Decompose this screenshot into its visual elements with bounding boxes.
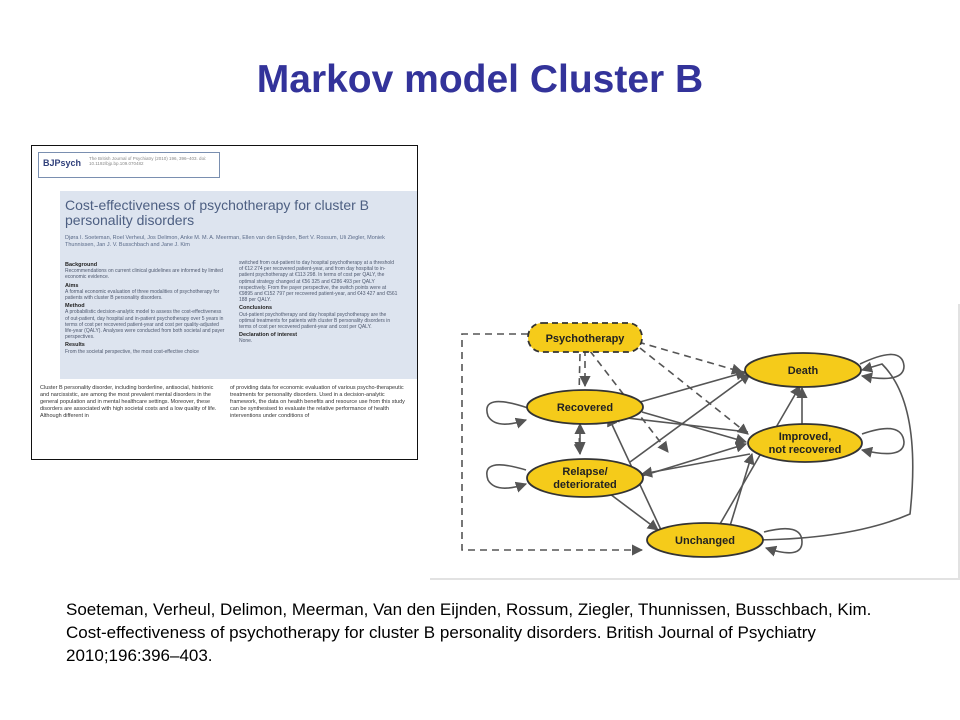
arrow-recovered-death	[639, 369, 748, 403]
diagram-frame-right	[958, 304, 960, 580]
node-relapse-label-2: deteriorated	[553, 479, 617, 491]
abstract-text: None.	[239, 338, 253, 345]
arrow-psy-relapse	[573, 353, 585, 456]
paper-title: Cost-effectiveness of psychotherapy for …	[65, 197, 369, 228]
node-relapse-label-1: Relapse/	[562, 466, 607, 478]
node-unchanged: Unchanged	[646, 522, 764, 558]
abstract-heading: Method	[65, 303, 85, 310]
markov-diagram: Psychotherapy Death Recovered Improved, …	[430, 304, 960, 580]
selfloop-unchanged	[763, 527, 803, 557]
abstract-heading: Declaration of interest	[239, 332, 298, 339]
abstract-text: A probabilistic decision-analytic model …	[65, 309, 225, 341]
abstract-text: Out-patient psychotherapy and day hospit…	[239, 311, 391, 331]
selfloop-improved	[860, 427, 905, 458]
slide-title: Markov model Cluster B	[256, 58, 704, 101]
arrow-relapse-unchanged	[609, 493, 659, 531]
abstract-text: Recommendations on current clinical guid…	[65, 268, 223, 281]
arrow-unchanged-death-outer	[747, 361, 914, 541]
node-improved: Improved, not recovered	[747, 423, 863, 463]
arrow-psy-death	[637, 341, 744, 375]
diagram-frame-bottom	[430, 578, 960, 580]
node-improved-label-1: Improved,	[779, 431, 832, 443]
node-improved-label-2: not recovered	[769, 444, 842, 456]
selfloop-relapse	[486, 464, 528, 493]
node-death: Death	[744, 352, 862, 388]
arrow-relapse-death	[629, 373, 751, 463]
abstract-left-column: Background Recommendations on current cl…	[65, 260, 225, 355]
journal-info: The British Journal of Psychiatry (2010)…	[89, 156, 207, 166]
abstract-heading: Aims	[65, 282, 79, 289]
journal-header: BJPsych The British Journal of Psychiatr…	[38, 152, 220, 178]
node-death-label: Death	[788, 365, 819, 377]
node-relapse: Relapse/ deteriorated	[526, 458, 644, 498]
paper-thumbnail: BJPsych The British Journal of Psychiatr…	[31, 145, 418, 460]
dashed-arrows	[461, 333, 749, 556]
abstract-heading: Results	[65, 342, 85, 349]
selfloop-recovered	[486, 400, 529, 429]
paper-body-right: of providing data for economic evaluatio…	[230, 385, 405, 419]
node-recovered: Recovered	[526, 389, 644, 425]
node-unchanged-label: Unchanged	[675, 535, 735, 547]
arrow-improved-recovered	[608, 411, 749, 433]
selfloop-death	[859, 353, 905, 384]
journal-logo: BJPsych	[43, 158, 82, 168]
arrow-unchanged-improved	[729, 452, 755, 527]
abstract-text: From the societal perspective, the most …	[65, 348, 199, 355]
arrow-recovered-improved	[641, 411, 748, 445]
node-psychotherapy-label: Psychotherapy	[546, 333, 626, 345]
paper-authors: Djøra I. Soeteman, Roel Verheul, Jos Del…	[65, 235, 385, 248]
abstract-text: A formal economic evaluation of three mo…	[65, 288, 220, 302]
abstract-text: switched from out-patient to day hospita…	[239, 260, 398, 304]
abstract-band	[60, 191, 417, 379]
arrow-improved-relapse	[640, 453, 751, 478]
markov-diagram-svg: Psychotherapy Death Recovered Improved, …	[461, 322, 914, 558]
abstract-heading: Conclusions	[239, 305, 273, 312]
node-recovered-label: Recovered	[557, 402, 613, 414]
citation: Soeteman, Verheul, Delimon, Meerman, Van…	[66, 600, 872, 665]
abstract-right-column: switched from out-patient to day hospita…	[239, 260, 399, 345]
paper-body-left: Cluster B personality disorder, includin…	[40, 385, 217, 419]
arrow-psy-loop-unchanged	[461, 333, 644, 556]
abstract-heading: Background	[65, 262, 98, 268]
node-psychotherapy: Psychotherapy	[527, 322, 643, 353]
